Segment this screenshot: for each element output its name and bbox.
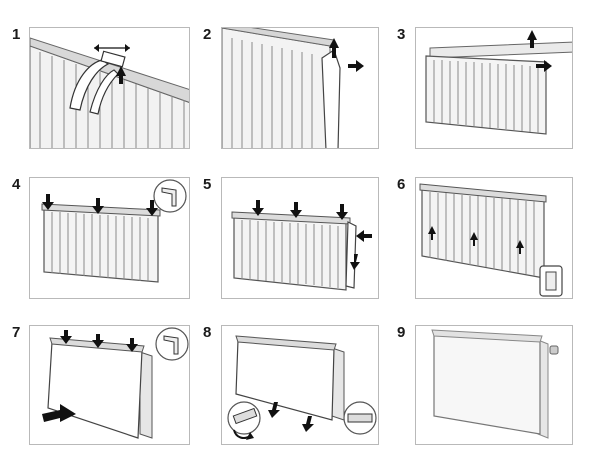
step-number-3: 3 — [397, 26, 406, 43]
fit-bottom-cover-illustration — [227, 335, 377, 440]
step-number-8: 8 — [203, 324, 212, 341]
lift-clip-illustration — [30, 37, 189, 148]
step-panel-3 — [415, 27, 573, 149]
step-panel-5 — [221, 177, 379, 299]
finished-radiator-illustration — [431, 329, 559, 439]
step-panel-8 — [221, 325, 379, 445]
step-panel-2 — [221, 27, 379, 149]
step-number-9: 9 — [397, 324, 406, 341]
remove-grille-illustration — [222, 28, 364, 148]
step-panel-1 — [29, 27, 190, 149]
step-number-2: 2 — [203, 26, 212, 43]
step-number-4: 4 — [12, 176, 21, 193]
hang-on-brackets-illustration — [419, 183, 563, 297]
step-number-6: 6 — [397, 176, 406, 193]
fit-side-cover-illustration — [231, 200, 372, 291]
step-panel-6 — [415, 177, 573, 299]
step-panel-4 — [29, 177, 190, 299]
step-number-5: 5 — [203, 176, 212, 193]
step-number-1: 1 — [12, 26, 21, 43]
step-panel-9 — [415, 325, 573, 445]
step-number-7: 7 — [12, 324, 21, 341]
lift-top-cover-illustration — [425, 30, 572, 135]
attach-front-panel-illustration — [42, 327, 189, 439]
press-top-edge-illustration — [41, 179, 187, 283]
step-panel-7 — [29, 325, 190, 445]
